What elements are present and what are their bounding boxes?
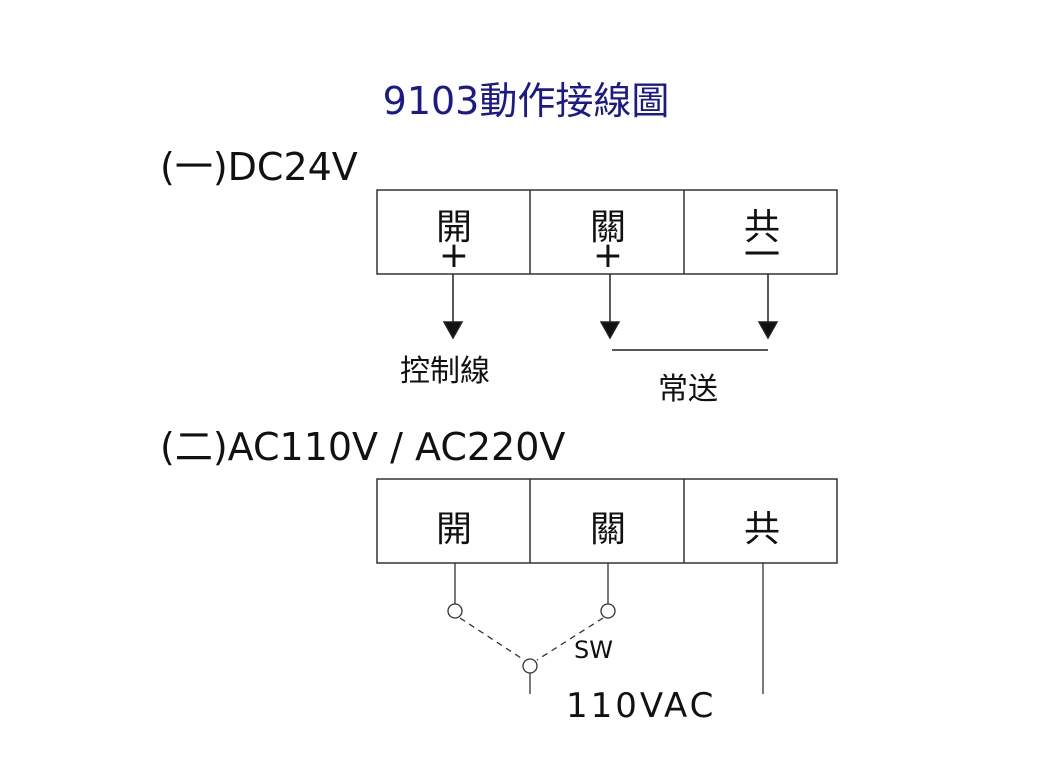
ac-terminal-common-label: 共 <box>743 509 780 550</box>
ac-terminal-block <box>376 478 838 564</box>
dc-terminal-close-label: 關 <box>589 207 626 248</box>
close-arrow <box>599 321 621 340</box>
control-wire-label: 控制線 <box>400 354 490 389</box>
switch-dash-left <box>459 617 525 661</box>
dc-terminal-open-label: 開 <box>435 207 472 248</box>
open-arrow <box>442 321 464 340</box>
ac-terminal-close-label: 關 <box>589 509 626 550</box>
dc-terminal-common-sign: 一 <box>743 235 780 276</box>
ac-switch-wiring <box>447 563 764 694</box>
dc-leads <box>442 274 779 351</box>
dc-section-heading: (一)DC24V <box>160 145 358 189</box>
always-on-label: 常送 <box>658 372 718 407</box>
common-arrow <box>757 321 779 340</box>
switch-label: SW <box>574 636 613 664</box>
diagram-title: 9103動作接線圖 <box>382 79 670 123</box>
dc-terminal-close-sign: + <box>592 235 624 276</box>
supply-voltage-label: 110VAC <box>566 686 717 726</box>
switch-pivot <box>522 658 538 674</box>
dc-terminal-open-sign: + <box>438 235 470 276</box>
close-contact <box>600 603 616 619</box>
ac-section-heading: (二)AC110V / AC220V <box>160 425 566 469</box>
open-contact <box>447 603 463 619</box>
dc-terminal-block <box>376 189 838 275</box>
switch-dash-right <box>536 617 604 661</box>
ac-terminal-open-label: 開 <box>435 509 472 550</box>
dc-terminal-common-label: 共 <box>743 207 780 248</box>
